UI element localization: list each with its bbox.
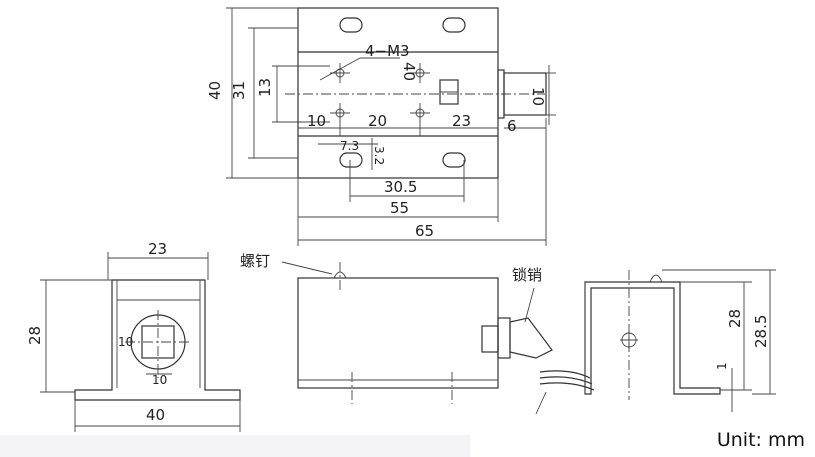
dim-7-3: 7.3 [340,139,359,153]
front-dim-10-h: 10 [152,373,167,387]
side-view: 螺钉 锁销 [240,252,595,415]
dim-65: 65 [415,222,434,240]
dim-40-slot: 40 [400,62,418,81]
right-dim-1: 1 [715,362,729,370]
front-dim-10-v: 10 [118,335,133,349]
top-view: 4−M3 40 40 31 13 10 10 20 23 6 7.3 3.2 [206,7,556,246]
screw-label: 螺钉 [240,252,270,270]
hole-label: 4−M3 [365,42,410,60]
dim-20: 20 [368,112,387,130]
front-view: 23 28 10 10 40 [26,240,241,432]
dim-13: 13 [256,78,274,97]
bottom-bar [0,435,470,457]
right-view: 28 28.5 1 [584,269,776,412]
dim-31: 31 [230,81,248,100]
dim-55: 55 [390,199,409,217]
dim-30-5: 30.5 [384,178,417,196]
front-dim-28: 28 [26,326,44,345]
dim-6: 6 [507,117,517,135]
unit-label: Unit: mm [716,429,805,451]
dim-40: 40 [206,81,224,100]
dim-10-left: 10 [307,112,326,130]
dim-3-2: 3.2 [372,146,386,165]
latch-label: 锁销 [512,266,542,284]
dim-23: 23 [452,112,471,130]
right-dim-28-5: 28.5 [752,315,770,348]
right-dim-28: 28 [726,309,744,328]
front-dim-23: 23 [148,240,167,258]
front-dim-40: 40 [146,406,165,424]
dim-10-right: 10 [529,87,547,106]
